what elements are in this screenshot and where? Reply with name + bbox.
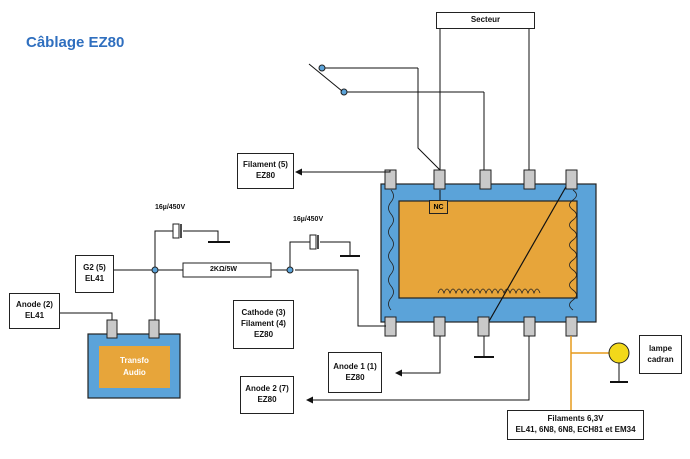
pin-top-2 <box>433 169 446 190</box>
g2-box: G2 (5) EL41 <box>75 255 114 293</box>
lampe-line1: lampe <box>648 343 673 353</box>
pin-bottom-2 <box>433 316 446 337</box>
cap1-label: 16µ/450V <box>155 204 186 211</box>
transfo-line2: Audio <box>123 368 146 377</box>
lampe-line2: cadran <box>647 354 674 364</box>
transfo-line1: Transfo <box>120 356 149 365</box>
switch-contact-2 <box>340 88 348 96</box>
cathode-line3: EZ80 <box>253 329 274 339</box>
transfo-label: Transfo Audio <box>99 346 170 388</box>
pin-bottom-3 <box>477 316 490 337</box>
resistor-label: 2KΩ/5W <box>210 266 238 273</box>
anode1-box: Anode 1 (1) EZ80 <box>328 352 382 393</box>
cathode-line2: Filament (4) <box>241 319 286 329</box>
lampe-box: lampe cadran <box>639 335 682 374</box>
filaments-line1: Filaments 6,3V <box>547 414 604 424</box>
filament5-line2: EZ80 <box>255 171 276 180</box>
secteur-label: Secteur <box>470 15 501 25</box>
filament5-box: Filament (5) EZ80 <box>237 153 294 189</box>
anode1-line2: EZ80 <box>345 372 365 382</box>
anode2-el41-line1: Anode (2) <box>16 300 53 310</box>
anode2-el41-box: Anode (2) EL41 <box>9 293 60 329</box>
diagram-title: Câblage EZ80 <box>26 34 125 51</box>
anode2-ez80-line2: EZ80 <box>257 395 277 404</box>
secteur-box: Secteur <box>436 12 535 29</box>
anode2-el41-line2: EL41 <box>24 311 45 320</box>
cathode-line1: Cathode (3) <box>241 308 286 318</box>
g2-line1: G2 (5) <box>83 263 106 273</box>
cap2-label: 16µ/450V <box>293 216 324 223</box>
switch-contact-1 <box>318 64 326 72</box>
left-filament-coil <box>388 189 394 311</box>
pin-top-4 <box>523 169 536 190</box>
lamp-bulb <box>608 342 630 364</box>
pin-top-1 <box>384 169 397 190</box>
pin-top-3 <box>479 169 492 190</box>
nc-label: NC <box>429 200 448 214</box>
anode1-line1: Anode 1 (1) <box>333 361 377 371</box>
anode2-ez80-line1: Anode 2 (7) <box>245 384 289 394</box>
right-filament-coil <box>569 189 577 311</box>
pin-bottom-4 <box>523 316 536 337</box>
cathode-box: Cathode (3) Filament (4) EZ80 <box>233 300 294 349</box>
anode2-ez80-box: Anode 2 (7) EZ80 <box>240 376 294 414</box>
pin-bottom-1 <box>384 316 397 337</box>
filaments-line2: EL41, 6N8, 6N8, ECH81 et EM34 <box>515 425 636 434</box>
pin-bottom-5 <box>565 316 578 337</box>
filament5-line1: Filament (5) <box>243 160 288 170</box>
g2-line2: EL41 <box>84 274 105 283</box>
filaments-box: Filaments 6,3V EL41, 6N8, 6N8, ECH81 et … <box>507 410 644 440</box>
bottom-filament-coil <box>437 288 541 295</box>
ez80-tube-core <box>398 200 578 299</box>
pin-top-5 <box>565 169 578 190</box>
